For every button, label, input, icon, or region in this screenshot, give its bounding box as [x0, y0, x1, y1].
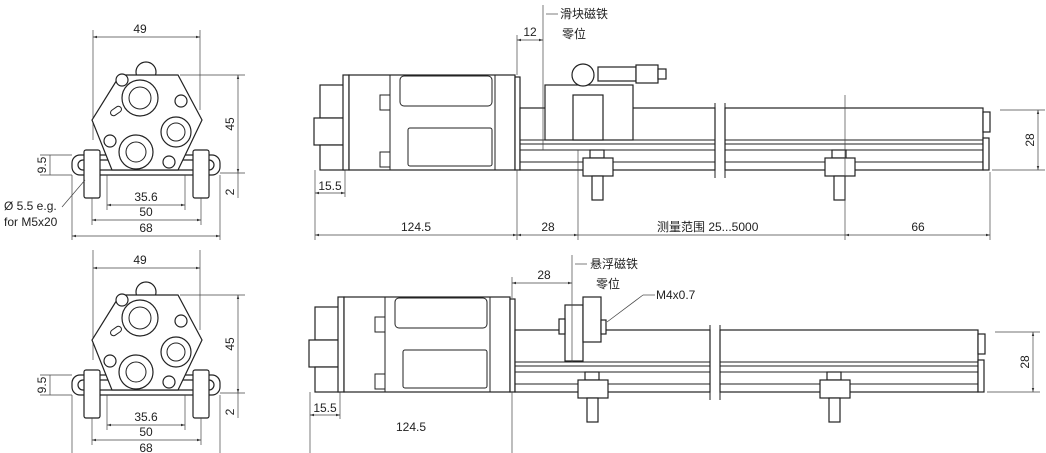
dim-width-49: 49: [133, 253, 147, 267]
front-view-slider: 49 45 9.5 2 35.6 50 68 Ø 5.5 e.g. for M5…: [4, 22, 245, 240]
dim-offset-12: 12: [523, 25, 537, 39]
zero-position-label: 零位: [596, 276, 620, 291]
measuring-range-label: 测量范围 25...5000: [657, 220, 759, 234]
dim-length-124-5: 124.5: [401, 220, 431, 234]
dim-length-124-5: 124.5: [396, 420, 426, 434]
dim-head-15-5: 15.5: [313, 401, 337, 415]
dim-height-45: 45: [223, 117, 237, 131]
zero-position-label: 零位: [562, 26, 586, 41]
dim-height-28: 28: [1018, 355, 1032, 369]
dim-height-28: 28: [1023, 133, 1037, 147]
dim-bracket-9-5: 9.5: [35, 376, 49, 393]
dim-dead-zone-28: 28: [541, 220, 555, 234]
dim-gap-2: 2: [223, 408, 237, 415]
dim-height-45: 45: [223, 337, 237, 351]
floating-magnet-label: 悬浮磁铁: [590, 256, 638, 271]
dim-width-68: 68: [139, 221, 153, 235]
thread-label: M4x0.7: [656, 288, 696, 302]
dim-hole-35-6: 35.6: [134, 190, 158, 204]
side-view-slider: 12 滑块磁铁 零位 15.5 124.5 28 测量范围 25...5000 …: [314, 5, 1045, 240]
slider-magnet-label: 滑块磁铁: [560, 6, 608, 21]
dim-hole-35-6: 35.6: [134, 410, 158, 424]
dim-width-49: 49: [133, 22, 147, 36]
dim-end-66: 66: [911, 220, 925, 234]
hole-note-line2: for M5x20: [4, 215, 58, 229]
dim-hole-50: 50: [139, 205, 153, 219]
front-view-floating: 49 45 9.5 2 35.6 50 68: [35, 250, 245, 453]
dim-bracket-9-5: 9.5: [35, 156, 49, 173]
dim-head-15-5: 15.5: [318, 179, 342, 193]
dim-hole-50: 50: [139, 425, 153, 439]
side-view-floating: [309, 255, 1040, 453]
dim-width-68: 68: [139, 441, 153, 453]
dim-gap-2: 2: [223, 188, 237, 195]
dim-offset-28: 28: [537, 268, 551, 282]
hole-note-line1: Ø 5.5 e.g.: [4, 199, 57, 213]
